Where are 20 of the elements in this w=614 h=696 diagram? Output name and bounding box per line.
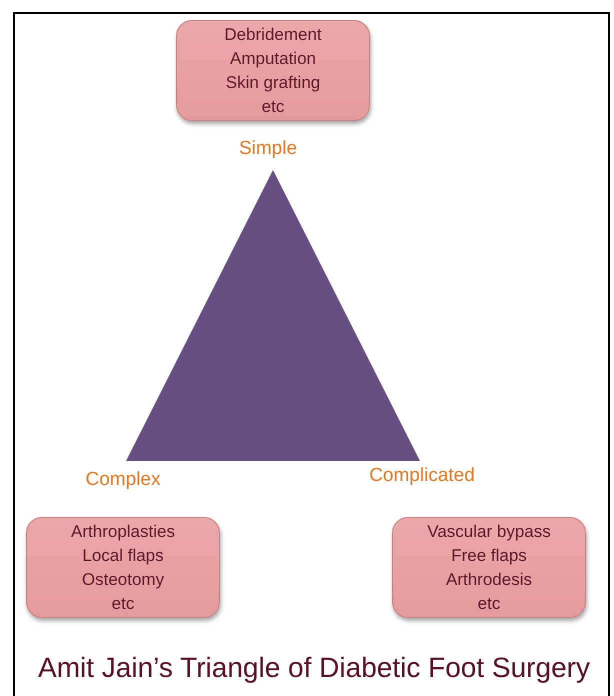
- treatment-box: [392, 517, 586, 618]
- treatment-box: [176, 20, 370, 121]
- procedure-text: Osteotomy: [82, 568, 164, 590]
- procedure-text: Skin grafting: [226, 72, 320, 94]
- procedure-text: etc: [478, 592, 500, 614]
- vertex-label: Complex: [86, 469, 160, 491]
- procedure-text: Free flaps: [451, 544, 527, 566]
- procedure-text: Debridement: [224, 24, 322, 46]
- procedure-text: Arthrodesis: [446, 568, 532, 590]
- vertex-label: Simple: [238, 138, 298, 160]
- procedure-text: Arthroplasties: [71, 520, 175, 542]
- procedure-text: etc: [112, 592, 134, 614]
- procedure-text: Local flaps: [82, 544, 164, 566]
- procedure-text: Vascular bypass: [427, 520, 551, 542]
- procedure-text: Amputation: [230, 48, 316, 70]
- triangle-shape: [126, 170, 420, 461]
- treatment-box: [26, 517, 220, 618]
- vertex-label: Complicated: [369, 465, 475, 487]
- caption: Amit Jain’s Triangle of Diabetic Foot Surgery: [37, 652, 591, 684]
- procedure-text: etc: [262, 96, 284, 118]
